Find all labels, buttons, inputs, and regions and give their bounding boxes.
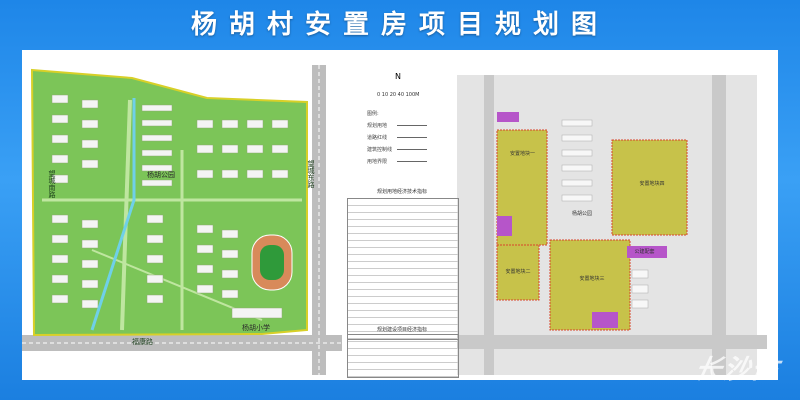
north-arrow-icon: N bbox=[395, 72, 401, 81]
scale-bar: 0 10 20 40 100M bbox=[377, 92, 420, 98]
legend-item: 用地界限 bbox=[367, 159, 388, 165]
plot2-label: 安置地块二 bbox=[505, 269, 531, 275]
plot4-label: 安置地块四 bbox=[639, 181, 665, 187]
legend-line bbox=[397, 149, 427, 150]
road-east-label: 望城东路 bbox=[307, 160, 315, 188]
projects-table bbox=[347, 334, 459, 378]
legend-line bbox=[397, 137, 427, 138]
legend-line bbox=[397, 161, 427, 162]
table1-title: 规划用地经济技术指标 bbox=[376, 189, 427, 195]
legend-panel: N 0 10 20 40 100M 图例: 规划用地 道路红线 建筑控制线 用地… bbox=[347, 70, 459, 378]
legend-item: 规划用地 bbox=[367, 123, 388, 129]
plot3-label: 安置地块三 bbox=[579, 276, 605, 282]
legend-line bbox=[397, 125, 427, 126]
watermark-logo: 长沙住 bbox=[692, 355, 783, 385]
table2-title: 规划建设项目经济指标 bbox=[376, 327, 427, 333]
service-label: 公建配套 bbox=[634, 249, 655, 255]
road-west-label: 望城南路 bbox=[48, 170, 56, 198]
legend-item: 图例: bbox=[367, 111, 379, 117]
page-title: 杨胡村安置房项目规划图 bbox=[190, 10, 609, 40]
road-south-label: 福康路 bbox=[132, 338, 153, 346]
left-site-plan bbox=[22, 65, 767, 375]
right-park-label: 杨胡公园 bbox=[571, 211, 592, 217]
indicators-table bbox=[347, 198, 459, 340]
white-panel: 杨胡公园 杨胡小学 望城东路 望城南路 福康路 N 0 10 20 40 100… bbox=[22, 50, 778, 380]
plot1-label: 安置地块一 bbox=[509, 151, 535, 157]
school-label: 杨胡小学 bbox=[242, 324, 270, 332]
legend-item: 建筑控制线 bbox=[367, 147, 393, 153]
legend-item: 道路红线 bbox=[367, 135, 388, 141]
park-label: 杨胡公园 bbox=[147, 171, 175, 179]
